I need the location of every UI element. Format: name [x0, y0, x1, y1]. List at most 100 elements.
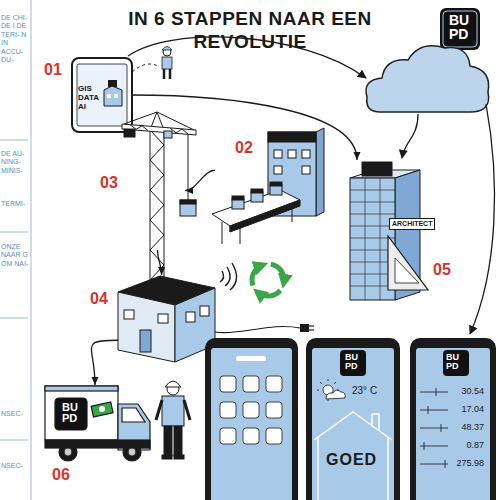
- recycle-symbol-part: [252, 265, 262, 286]
- worker-figure-part: [184, 400, 190, 420]
- reading-value: 0.87: [466, 440, 484, 451]
- office-tower-part: [395, 258, 419, 283]
- margin-text: NSEC-: [1, 462, 29, 470]
- sign-text: ARCHITECT: [389, 218, 435, 230]
- tower-step: 05ARCHITECT: [345, 160, 425, 300]
- step-number: 04: [90, 289, 108, 308]
- worker-figure-part: [162, 455, 172, 459]
- wifi-signal-part: [220, 271, 224, 282]
- logo-text: BUPD: [446, 353, 460, 371]
- phone-weather-part: [340, 350, 366, 376]
- tower-crane: [122, 112, 196, 295]
- phone-apps: [205, 338, 298, 500]
- flow-arrow-part: [470, 104, 494, 334]
- factory-part: [288, 150, 296, 158]
- tablet-text: GIS DATA AI: [78, 84, 102, 112]
- worker-figure-part: [174, 455, 184, 459]
- side-rule-part: [0, 232, 28, 233]
- factory: [212, 128, 324, 244]
- power-cable-part: [309, 325, 314, 326]
- phone-apps-part: [243, 376, 259, 392]
- tower-crane-part: [130, 125, 188, 134]
- phone-readings-part-part: [420, 428, 448, 429]
- office-tower: [350, 162, 428, 300]
- house-part: [124, 310, 134, 319]
- tower-crane-part: [180, 200, 196, 216]
- worker-figure-part: [164, 426, 172, 456]
- factory-part: [316, 128, 324, 216]
- factory-part: [302, 150, 310, 158]
- flow-connector: [185, 170, 215, 190]
- worker-figure-part: [162, 47, 172, 51]
- phone-apps-part: [266, 428, 282, 444]
- margin-text: DE CHI- DE I DE TERI- N IN ACCU- DU-: [1, 14, 29, 64]
- logo-badge-part: [443, 11, 477, 47]
- worker-figure-part: [162, 396, 184, 426]
- office-tower-part: [388, 236, 428, 290]
- phone-apps-part: [220, 428, 236, 444]
- status-text: GOED: [326, 450, 377, 469]
- phone-readings-part-part: [420, 392, 448, 393]
- recycle-symbol-part: [271, 264, 284, 283]
- house: [118, 276, 215, 362]
- factory-part: [274, 166, 282, 174]
- house-part: [200, 306, 209, 316]
- logo-text: BUPD: [345, 353, 359, 371]
- tablet-device-part: [104, 86, 122, 106]
- diagram-title: IN 6 STAPPEN NAAR EEN REVOLUTIE: [70, 8, 430, 54]
- factory-part: [274, 150, 282, 158]
- phone-readings-part-part: [445, 460, 446, 468]
- tablet-device-part: [107, 94, 111, 98]
- phone-apps-part: [266, 376, 282, 392]
- phone-weather: [306, 338, 400, 500]
- phone-apps-part: [266, 402, 282, 418]
- step-number: 01: [44, 60, 62, 79]
- worker-figure-part: [156, 400, 162, 420]
- arrow-head: [158, 267, 165, 275]
- phone-apps-part: [243, 428, 259, 444]
- step-number: 05: [433, 260, 451, 279]
- phone-weather-part: [314, 412, 392, 500]
- arrow-head: [354, 152, 361, 160]
- phone-weather-part: [326, 390, 345, 399]
- step-number: 02: [235, 138, 253, 157]
- reading-value: 17.04: [461, 404, 484, 415]
- phone-apps-part: [220, 376, 236, 392]
- phone-apps-part: [236, 356, 266, 361]
- logo-badge-part: [440, 8, 480, 50]
- tower-crane-part: [124, 112, 157, 124]
- power-cable-part: [300, 324, 309, 332]
- truck-part: [123, 443, 141, 461]
- phone-readings-part-part: [436, 388, 437, 396]
- factory-part: [251, 189, 263, 193]
- tower-crane-part: [180, 200, 196, 204]
- margin-text: DE AU- NING- MINIS-: [1, 150, 29, 175]
- reading-value: 30.54: [461, 386, 484, 397]
- truck: [45, 386, 150, 461]
- office-tower-part: [365, 178, 380, 300]
- phone-weather-part: [306, 338, 400, 500]
- crane-step: 03: [130, 118, 185, 250]
- margin-text: NSEC-: [1, 410, 29, 418]
- worker-figure-part: [132, 64, 158, 72]
- truck-part: [45, 386, 118, 440]
- phone-weather-part: [312, 348, 394, 500]
- house-part: [118, 292, 175, 362]
- tower-crane-part: [124, 129, 135, 137]
- flow-arrow-part: [402, 114, 418, 158]
- worker-figure-part: [163, 69, 166, 79]
- house-step: 04: [118, 275, 215, 362]
- flow-connector: [91, 340, 118, 385]
- logo-text: BUPD: [62, 402, 79, 424]
- arrow-head: [185, 187, 193, 194]
- phone-readings-part-part: [420, 464, 448, 465]
- phone-weather: BUPD23° CGOED: [306, 338, 400, 500]
- factory-part: [222, 222, 223, 244]
- margin-text: TERMI-: [1, 200, 29, 208]
- phone-readings-part-part: [441, 424, 442, 432]
- phone-readings-part: [410, 338, 496, 500]
- truck-part: [122, 408, 145, 422]
